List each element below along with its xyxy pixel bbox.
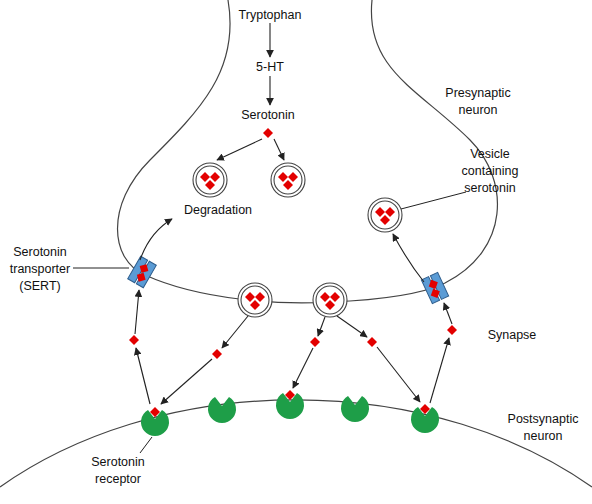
precursor-label: Tryptophan: [225, 7, 315, 24]
bound-serotonin: [150, 407, 160, 417]
bound-serotonin: [420, 404, 430, 414]
molecule-label: Serotonin: [228, 107, 308, 124]
vesicle: [271, 163, 305, 197]
bound-serotonin: [285, 390, 295, 400]
reuptake-arrow: [444, 303, 452, 324]
binding-arrow: [161, 359, 212, 404]
serotonin-molecule: [367, 337, 377, 347]
process-label: Degradation: [168, 202, 268, 219]
fusing-vesicle: [238, 283, 272, 317]
region-label: Synapse: [477, 327, 547, 344]
serotonin-receptor: [341, 396, 369, 422]
presynaptic-neuron: Presynaptic neuron: [100, 0, 530, 310]
cell-membrane: [0, 400, 592, 487]
binding-arrow: [377, 347, 420, 402]
release-arrow: [337, 316, 367, 337]
cell-membrane: [118, 0, 498, 303]
fusing-vesicle: [313, 283, 347, 317]
release-arrow: [222, 316, 248, 348]
intermediate-label: 5-HT: [240, 59, 300, 76]
leader-line: [73, 268, 129, 269]
reuptake-arrow: [136, 348, 150, 404]
serotonin-molecule: [212, 349, 222, 359]
binding-arrow: [293, 348, 313, 388]
synthesis-arrow: [269, 23, 270, 57]
synthesis-arrow: [269, 76, 270, 105]
leader-line: [140, 437, 152, 453]
cell-outline: [100, 0, 530, 310]
vesicle: [193, 163, 227, 197]
cell-label: Presynaptic neuron: [438, 85, 518, 119]
serotonin-receptor: [208, 397, 236, 423]
callout-label: Vesicle containing serotonin: [454, 146, 526, 197]
callout-label: Serotonin transporter (SERT): [1, 244, 79, 295]
serotonin-molecule: [129, 335, 139, 345]
callout-label: Serotonin receptor: [83, 454, 153, 488]
release-arrow: [318, 317, 325, 336]
serotonin-molecule: [447, 325, 457, 335]
serotonin-molecule: [310, 337, 320, 347]
reuptake-arrow: [430, 338, 449, 403]
cell-label: Postsynaptic neuron: [500, 411, 586, 445]
vesicle: [368, 198, 402, 232]
reuptake-arrow: [135, 290, 139, 334]
